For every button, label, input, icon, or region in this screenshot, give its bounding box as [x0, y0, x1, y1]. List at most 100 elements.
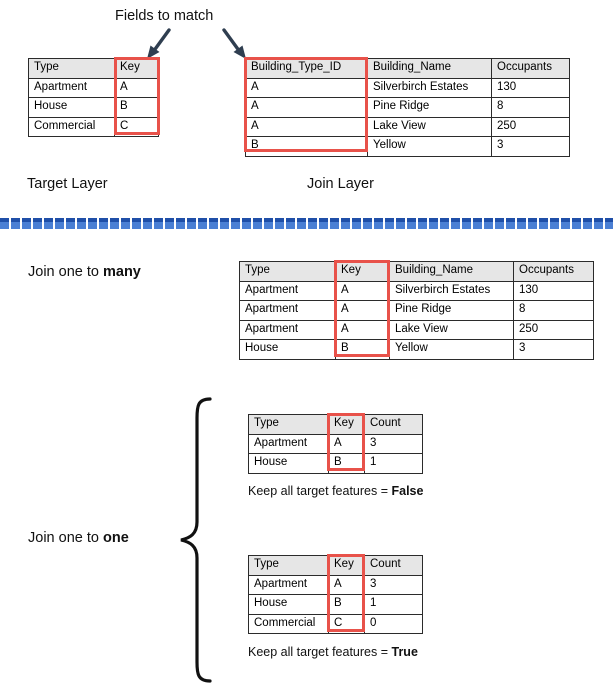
cell-count: 3	[364, 574, 423, 595]
column-header-type: Type	[28, 58, 115, 79]
one-to-one-false-table-wrapper: Type Key Count Apartment A 3 House B 1	[248, 414, 423, 474]
table-row: Apartment A	[28, 77, 159, 98]
cell-building-type-id: A	[245, 97, 368, 118]
cell-key: B	[114, 97, 159, 118]
column-header-type: Type	[248, 555, 329, 576]
one-to-one-false-result-table: Type Key Count Apartment A 3 House B 1	[248, 414, 423, 474]
join-one-to-many-label: Join one to many	[28, 264, 141, 281]
table-row: Apartment A Silverbirch Estates 130	[239, 280, 594, 301]
cell-occupants: 130	[491, 77, 570, 98]
cell-key: A	[335, 280, 390, 301]
target-layer-table: Type Key Apartment A House B Commercial …	[28, 58, 159, 137]
table-header-row: Type Key Count	[248, 414, 423, 435]
table-row: A Pine Ridge 8	[245, 97, 570, 118]
table-row: House B 1	[248, 594, 423, 615]
join-layer-table: Building_Type_ID Building_Name Occupants…	[245, 58, 570, 157]
keep-all-target-true-caption: Keep all target features = True	[248, 645, 418, 660]
cell-type: Commercial	[248, 613, 329, 634]
arrow-down-left-icon	[143, 28, 173, 60]
keep-all-target-false-emphasis: False	[391, 484, 424, 498]
cell-count: 3	[364, 433, 423, 454]
target-layer-caption: Target Layer	[27, 176, 108, 192]
join-one-to-many-prefix: Join one to	[28, 264, 103, 280]
curly-brace-icon	[176, 396, 216, 684]
one-to-one-true-result-table: Type Key Count Apartment A 3 House B 1 C…	[248, 555, 423, 634]
cell-type: House	[239, 339, 336, 360]
one-to-many-table-wrapper: Type Key Building_Name Occupants Apartme…	[239, 261, 594, 360]
cell-type: Apartment	[239, 280, 336, 301]
cell-building-type-id: A	[245, 116, 368, 137]
table-row: Apartment A Pine Ridge 8	[239, 300, 594, 321]
cell-key: C	[114, 116, 159, 137]
cell-type: Apartment	[248, 433, 329, 454]
table-row: House B	[28, 97, 159, 118]
one-to-many-result-table: Type Key Building_Name Occupants Apartme…	[239, 261, 594, 360]
table-header-row: Type Key Building_Name Occupants	[239, 261, 594, 282]
cell-building-name: Pine Ridge	[389, 300, 514, 321]
column-header-type: Type	[248, 414, 329, 435]
column-header-occupants: Occupants	[513, 261, 594, 282]
cell-building-name: Yellow	[367, 136, 492, 157]
section-divider	[0, 218, 613, 229]
cell-building-name: Yellow	[389, 339, 514, 360]
cell-type: House	[248, 594, 329, 615]
cell-building-name: Lake View	[367, 116, 492, 137]
join-one-to-one-prefix: Join one to	[28, 530, 103, 546]
cell-type: Apartment	[239, 300, 336, 321]
cell-occupants: 8	[513, 300, 594, 321]
keep-all-target-true-emphasis: True	[391, 645, 418, 659]
table-row: Commercial C	[28, 116, 159, 137]
cell-key: C	[328, 613, 365, 634]
cell-building-name: Silverbirch Estates	[367, 77, 492, 98]
cell-type: Apartment	[248, 574, 329, 595]
cell-occupants: 250	[513, 319, 594, 340]
table-row: A Lake View 250	[245, 116, 570, 137]
table-header-row: Building_Type_ID Building_Name Occupants	[245, 58, 570, 79]
keep-all-target-true-prefix: Keep all target features =	[248, 645, 392, 659]
join-layer-caption: Join Layer	[307, 176, 374, 192]
table-row: House B 1	[248, 453, 423, 474]
cell-building-name: Pine Ridge	[367, 97, 492, 118]
cell-type: House	[248, 453, 329, 474]
column-header-key: Key	[328, 414, 365, 435]
table-row: A Silverbirch Estates 130	[245, 77, 570, 98]
cell-count: 1	[364, 594, 423, 615]
cell-key: B	[328, 453, 365, 474]
cell-occupants: 130	[513, 280, 594, 301]
table-row: House B Yellow 3	[239, 339, 594, 360]
cell-count: 0	[364, 613, 423, 634]
cell-key: A	[335, 319, 390, 340]
cell-key: A	[114, 77, 159, 98]
table-row: Commercial C 0	[248, 613, 423, 634]
join-one-to-many-emphasis: many	[102, 264, 141, 280]
cell-occupants: 3	[491, 136, 570, 157]
table-row: Apartment A 3	[248, 433, 423, 454]
cell-occupants: 250	[491, 116, 570, 137]
table-header-row: Type Key Count	[248, 555, 423, 576]
column-header-occupants: Occupants	[491, 58, 570, 79]
join-one-to-one-emphasis: one	[102, 530, 129, 546]
keep-all-target-false-prefix: Keep all target features =	[248, 484, 392, 498]
cell-key: B	[328, 594, 365, 615]
column-header-building-name: Building_Name	[367, 58, 492, 79]
cell-type: Apartment	[28, 77, 115, 98]
cell-type: House	[28, 97, 115, 118]
one-to-one-true-table-wrapper: Type Key Count Apartment A 3 House B 1 C…	[248, 555, 423, 634]
table-row: Apartment A Lake View 250	[239, 319, 594, 340]
table-header-row: Type Key	[28, 58, 159, 79]
cell-type: Apartment	[239, 319, 336, 340]
column-header-count: Count	[364, 414, 423, 435]
cell-occupants: 8	[491, 97, 570, 118]
table-row: B Yellow 3	[245, 136, 570, 157]
column-header-building-name: Building_Name	[389, 261, 514, 282]
column-header-type: Type	[239, 261, 336, 282]
join-layer-table-wrapper: Building_Type_ID Building_Name Occupants…	[245, 58, 570, 157]
column-header-building-type-id: Building_Type_ID	[245, 58, 368, 79]
target-layer-table-wrapper: Type Key Apartment A House B Commercial …	[28, 58, 159, 137]
cell-key: A	[328, 574, 365, 595]
cell-key: A	[335, 300, 390, 321]
column-header-count: Count	[364, 555, 423, 576]
column-header-key: Key	[328, 555, 365, 576]
keep-all-target-false-caption: Keep all target features = False	[248, 484, 424, 499]
column-header-key: Key	[114, 58, 159, 79]
